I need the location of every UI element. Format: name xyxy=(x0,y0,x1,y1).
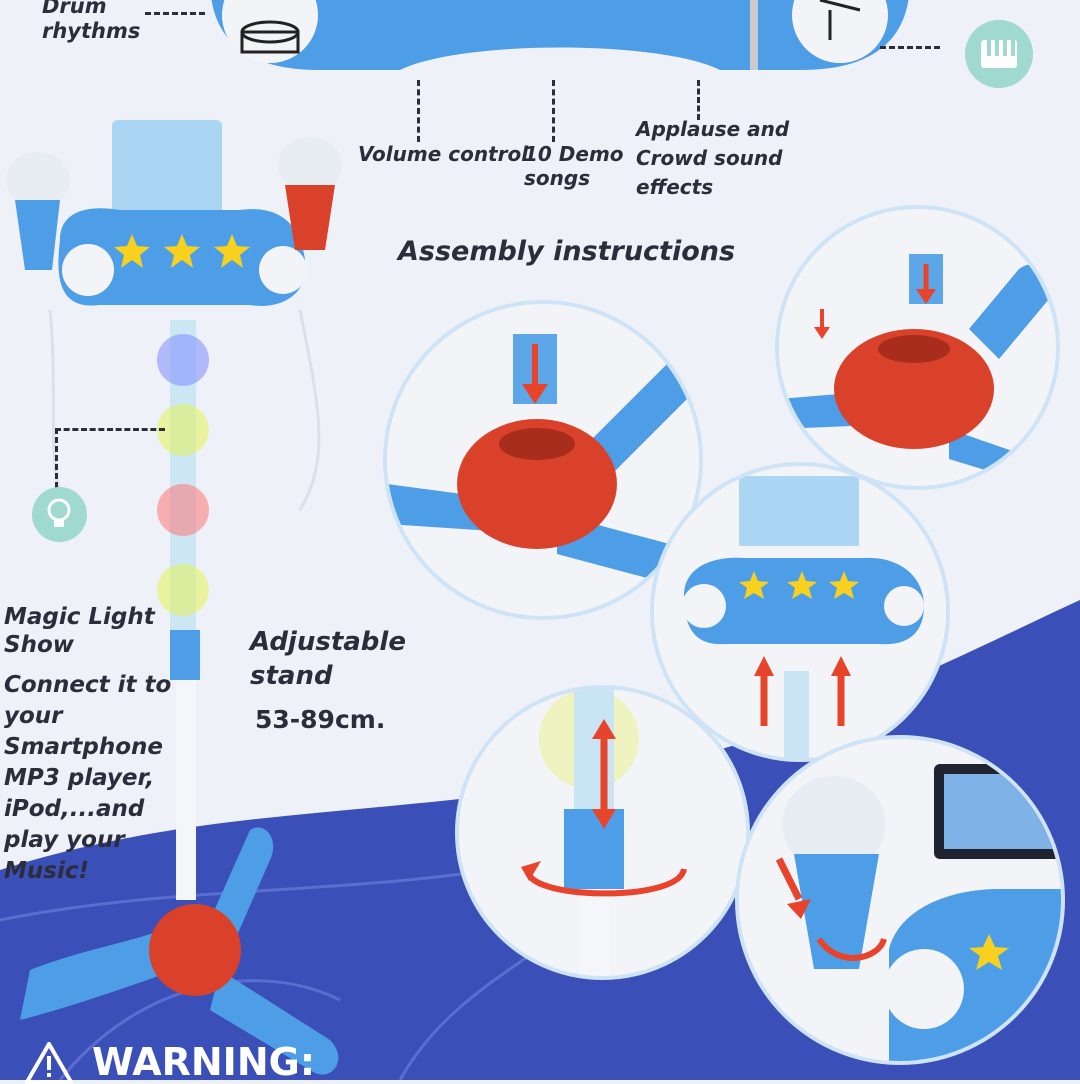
assembly-step-microphone xyxy=(735,735,1065,1065)
assembly-step-pole xyxy=(775,205,1060,490)
demo-songs-label: 10 Demo songs xyxy=(524,142,624,190)
magic-light-label: Magic Light Show xyxy=(4,604,155,658)
applause-label: Applause and Crowd sound effects xyxy=(636,117,790,199)
warning-triangle-icon xyxy=(25,1042,73,1084)
lightbulb-icon xyxy=(32,487,87,542)
karaoke-stand-illustration xyxy=(6,120,342,1075)
piano-icon xyxy=(965,20,1033,88)
leader-line xyxy=(697,80,700,120)
assembly-step-console xyxy=(650,462,950,762)
toy-top-panel xyxy=(211,0,909,70)
leader-line xyxy=(880,46,940,49)
leader-line xyxy=(552,80,555,142)
warning-label: WARNING: xyxy=(92,1040,316,1084)
volume-control-label: Volume control xyxy=(358,142,529,166)
leader-line xyxy=(55,428,58,488)
leader-line xyxy=(417,80,420,142)
drum-rhythms-label: Drum rhythms xyxy=(42,0,141,44)
connect-it-label: Connect it to your Smartphone MP3 player… xyxy=(4,672,172,885)
leader-line xyxy=(55,428,165,431)
adjustable-label: Adjustable stand xyxy=(250,627,406,691)
assembly-title: Assembly instructions xyxy=(398,236,736,267)
leader-line xyxy=(145,12,205,15)
assembly-step-base xyxy=(383,300,703,620)
assembly-step-height xyxy=(455,685,750,980)
height-range-label: 53-89cm. xyxy=(255,705,386,734)
